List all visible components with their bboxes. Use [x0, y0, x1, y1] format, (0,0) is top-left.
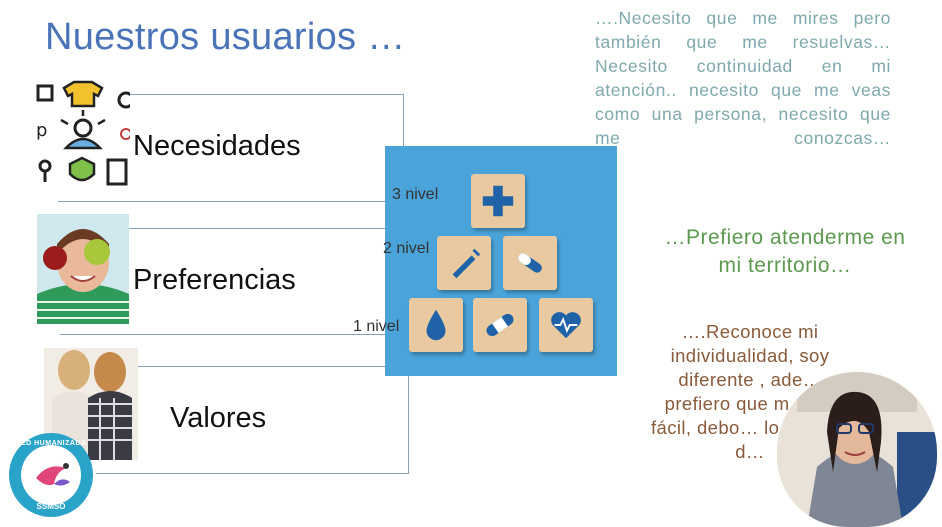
cube-capsule — [503, 236, 557, 290]
row-label-preferences: Preferencias — [133, 264, 296, 296]
row-label-values: Valores — [170, 402, 267, 434]
slide-title: Nuestros usuarios … — [45, 16, 406, 58]
cube-heart — [539, 298, 593, 352]
presenter-video — [777, 372, 937, 527]
woman-apple-photo — [37, 214, 129, 324]
logo-bottom-text: SSMSO — [36, 502, 66, 511]
row-label-needs: Necesidades — [133, 130, 301, 162]
cube-syringe — [437, 236, 491, 290]
quote-continuity: ….Necesito que me mires pero también que… — [595, 8, 891, 148]
level-label-2: 2 nivel — [383, 240, 430, 257]
care-levels-board — [385, 146, 617, 376]
needs-icon: p — [36, 80, 135, 190]
cube-cross — [471, 174, 525, 228]
cube-drop — [409, 298, 463, 352]
values-connector — [96, 366, 409, 474]
quote-territory: …Prefiero atenderme en mi territorio… — [664, 226, 906, 277]
red-humanizada-logo: RED HUMANIZADA SSMSO — [8, 432, 94, 518]
level-label-1: 1 nivel — [353, 318, 400, 335]
cube-bandage — [473, 298, 527, 352]
svg-text:p: p — [36, 120, 47, 141]
logo-top-text: RED HUMANIZADA — [15, 440, 87, 447]
level-label-3: 3 nivel — [392, 186, 439, 203]
